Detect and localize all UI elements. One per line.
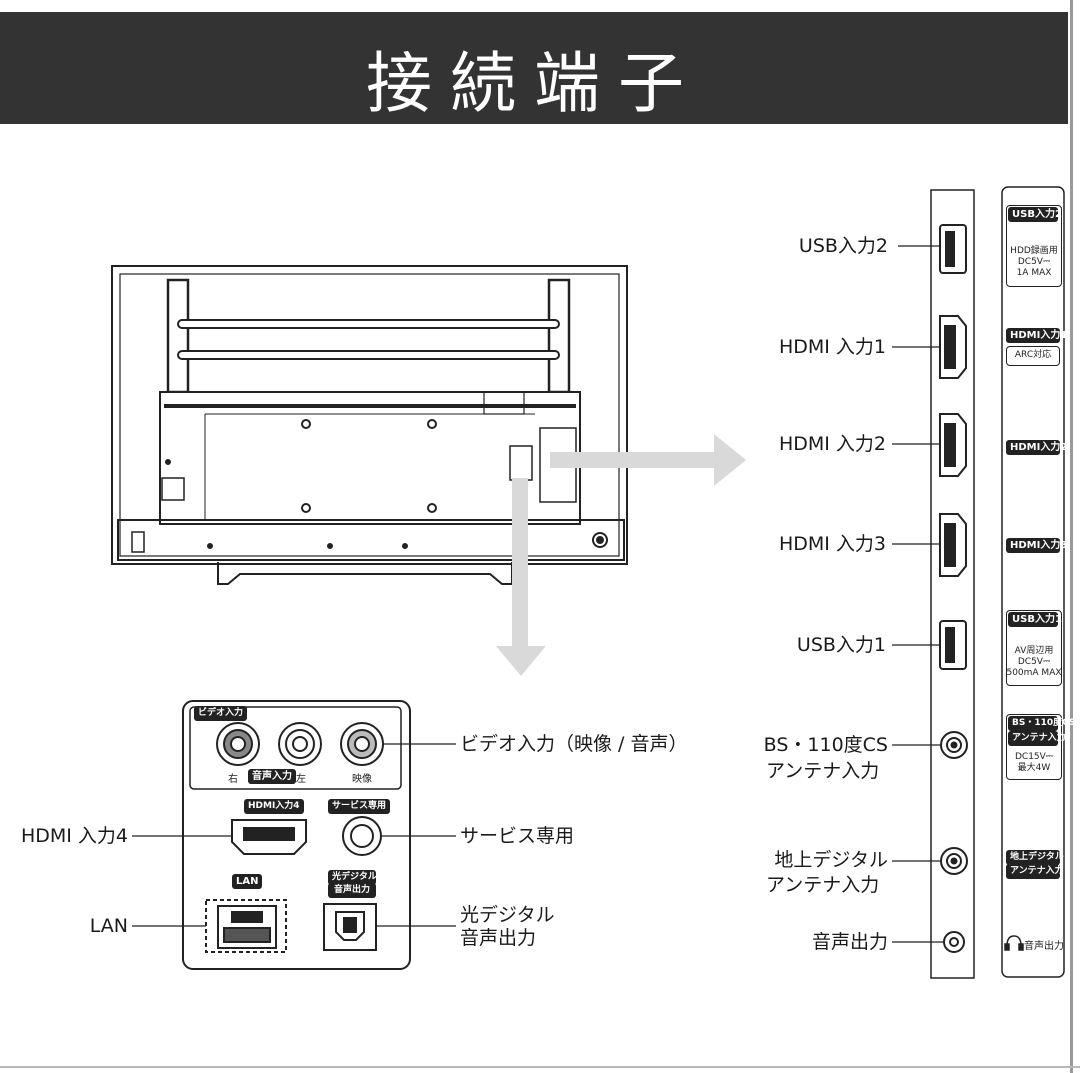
optical-tag-2: 音声出力 bbox=[328, 883, 376, 898]
hdmi4-tag: HDMI入力4 bbox=[244, 799, 304, 814]
label-hdmi3-tag: HDMI入力3 bbox=[1006, 538, 1067, 553]
callout-service: サービス専用 bbox=[460, 825, 575, 847]
label-bs-cs-detail-1: DC15V⎓ bbox=[1014, 752, 1053, 762]
hdmi3-port-icon bbox=[939, 513, 967, 577]
optical-tag-1: 光デジタル bbox=[328, 870, 377, 885]
side-callout-lines bbox=[892, 245, 944, 943]
callout-audio-out: 音声出力 bbox=[811, 931, 888, 953]
label-hdmi1-detail-1: ARC対応 bbox=[1014, 350, 1052, 360]
label-bs-cs-tag-2: アンテナ入力 bbox=[1008, 731, 1066, 746]
right-edge-border bbox=[1070, 0, 1073, 1073]
audio-left-label: 左 bbox=[296, 774, 306, 785]
label-usb2-detail-2: DC5V⎓ bbox=[1017, 257, 1051, 267]
audio-left-jack-icon bbox=[278, 722, 322, 766]
label-bs-cs-tag-1: BS・110度CS bbox=[1008, 716, 1075, 731]
bottom-callout-lines bbox=[132, 743, 456, 927]
callout-usb2: USB入力2 bbox=[798, 235, 888, 257]
tv-rear-illustration bbox=[111, 265, 628, 585]
arrow-right bbox=[550, 434, 746, 486]
video-label: 映像 bbox=[352, 774, 372, 785]
audio-input-tag: 音声入力 bbox=[248, 769, 296, 784]
video-input-tag: ビデオ入力 bbox=[194, 706, 248, 721]
callout-bs-cs-line1: BS・110度CS bbox=[763, 734, 888, 756]
headphone-icon bbox=[1004, 935, 1024, 951]
bs-cs-antenna-port-icon bbox=[940, 731, 968, 759]
callout-optical-line1: 光デジタル bbox=[460, 904, 555, 926]
label-hdmi2-tag: HDMI入力2 bbox=[1006, 440, 1067, 455]
callout-hdmi2: HDMI 入力2 bbox=[778, 433, 886, 455]
label-bs-cs-detail-2: 最大4W bbox=[1017, 763, 1051, 773]
title-banner: 接続端子 bbox=[0, 12, 1068, 124]
audio-right-label: 右 bbox=[228, 774, 238, 785]
callout-hdmi1: HDMI 入力1 bbox=[778, 336, 886, 358]
hdmi4-port-icon bbox=[231, 819, 307, 855]
audio-out-port-icon bbox=[943, 931, 965, 953]
page-title: 接続端子 bbox=[366, 45, 702, 122]
label-usb1-detail-1: AV周辺用 bbox=[1014, 646, 1054, 656]
label-usb1-detail-3: 500mA MAX bbox=[1006, 668, 1062, 678]
label-terrestrial-tag-1: 地上デジタル bbox=[1006, 850, 1064, 865]
video-jack-icon bbox=[340, 722, 384, 766]
service-jack-icon bbox=[342, 816, 382, 856]
optical-port-icon bbox=[323, 903, 377, 951]
label-usb2-detail-1: HDD録画用 bbox=[1010, 246, 1058, 256]
callout-terrestrial-line1: 地上デジタル bbox=[774, 849, 888, 871]
hdmi2-port-icon bbox=[939, 413, 967, 477]
label-usb2-detail-3: 1A MAX bbox=[1016, 268, 1052, 278]
video-input-group bbox=[189, 706, 402, 790]
label-audio-out: 音声出力 bbox=[1024, 941, 1064, 952]
usb2-port-icon bbox=[939, 224, 967, 274]
callout-hdmi4: HDMI 入力4 bbox=[20, 825, 128, 847]
callout-bs-cs-line2: アンテナ入力 bbox=[766, 760, 880, 782]
callout-usb1: USB入力1 bbox=[796, 634, 886, 656]
callout-hdmi3: HDMI 入力3 bbox=[778, 533, 886, 555]
lan-tag: LAN bbox=[232, 874, 262, 889]
bottom-edge-border bbox=[0, 1066, 1080, 1068]
label-usb1-tag: USB入力1 bbox=[1008, 612, 1062, 627]
label-usb1-detail-2: DC5V⎓ bbox=[1017, 657, 1051, 667]
terrestrial-antenna-port-icon bbox=[940, 847, 968, 875]
hdmi1-port-icon bbox=[939, 315, 967, 379]
callout-optical-line2: 音声出力 bbox=[460, 927, 537, 949]
callout-lan: LAN bbox=[89, 915, 128, 937]
service-tag: サービス専用 bbox=[328, 799, 391, 814]
callout-video-input: ビデオ入力（映像 / 音声） bbox=[460, 733, 688, 755]
label-terrestrial-tag-2: アンテナ入力 bbox=[1006, 864, 1064, 879]
audio-right-jack-icon bbox=[216, 722, 260, 766]
usb1-port-icon bbox=[939, 620, 967, 670]
arrow-down bbox=[496, 478, 546, 676]
lan-port-icon bbox=[205, 899, 287, 953]
label-hdmi1-box bbox=[1006, 346, 1060, 366]
callout-terrestrial-line2: アンテナ入力 bbox=[766, 874, 880, 896]
label-usb2-tag: USB入力2 bbox=[1008, 207, 1062, 222]
label-hdmi1-tag: HDMI入力1 bbox=[1006, 328, 1067, 343]
